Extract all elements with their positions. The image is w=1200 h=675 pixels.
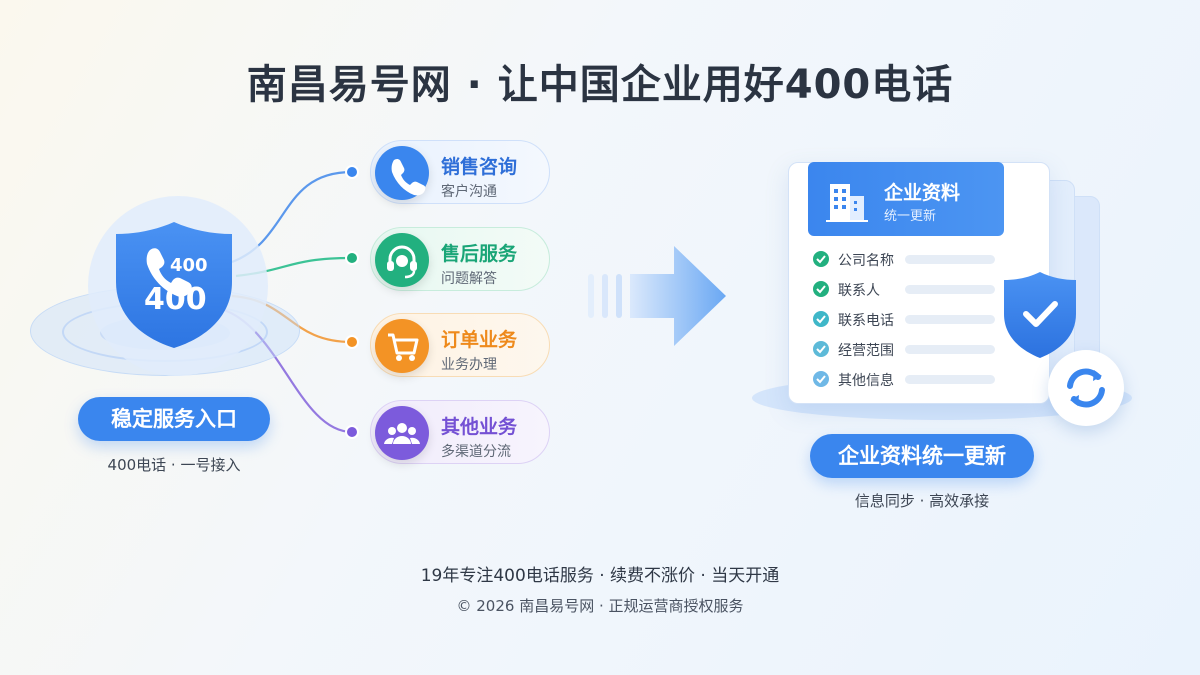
headset-icon	[375, 233, 429, 287]
arrow-right-icon	[588, 246, 726, 346]
service-card-order[interactable]: 订单业务 业务办理	[370, 313, 550, 377]
stable-entry-button[interactable]: 稳定服务入口	[78, 397, 270, 441]
field-label: 联系电话	[838, 313, 894, 329]
check-circle-icon	[813, 251, 829, 267]
footer-copyright: © 2026 南昌易号网 · 正规运营商授权服务	[456, 597, 744, 615]
check-circle-icon	[813, 311, 829, 327]
sync-icon	[1048, 350, 1124, 426]
field-placeholder-bar	[905, 345, 995, 354]
service-title: 售后服务	[441, 243, 518, 265]
service-subtitle: 问题解答	[441, 271, 497, 287]
phone-icon	[375, 146, 429, 200]
field-label: 联系人	[838, 283, 880, 299]
field-placeholder-bar	[905, 375, 995, 384]
shield-check-icon	[1004, 272, 1076, 358]
shield-label-big: 400	[144, 282, 207, 317]
service-title: 销售咨询	[441, 156, 518, 178]
service-subtitle: 业务办理	[441, 357, 497, 373]
document-subtitle: 统一更新	[884, 209, 937, 224]
building-icon	[826, 184, 868, 222]
service-subtitle: 客户沟通	[441, 184, 497, 200]
check-circle-icon	[813, 281, 829, 297]
document-caption: 信息同步 · 高效承接	[854, 492, 990, 510]
service-card-other[interactable]: 其他业务 多渠道分流	[370, 400, 550, 464]
document-title: 企业资料	[884, 182, 961, 204]
field-label: 公司名称	[838, 253, 894, 269]
check-circle-icon	[813, 341, 829, 357]
cart-icon	[375, 319, 429, 373]
service-card-aftersales[interactable]: 售后服务 问题解答	[370, 227, 550, 291]
hub-subtitle: 400电话 · 一号接入	[107, 456, 241, 474]
shield-400-icon	[116, 222, 232, 348]
service-title: 其他业务	[441, 416, 518, 438]
service-title: 订单业务	[441, 329, 518, 351]
group-icon	[375, 406, 429, 460]
footer-tagline: 19年专注400电话服务 · 续费不涨价 · 当天开通	[420, 566, 780, 586]
document-header	[808, 162, 1004, 236]
field-label: 经营范围	[838, 343, 894, 359]
page-title: 南昌易号网 · 让中国企业用好400电话	[246, 62, 954, 108]
service-subtitle: 多渠道分流	[441, 444, 511, 460]
check-circle-icon	[813, 371, 829, 387]
shield-label-small: 400	[170, 255, 208, 276]
field-placeholder-bar	[905, 315, 995, 324]
field-label: 其他信息	[838, 373, 894, 389]
field-placeholder-bar	[905, 285, 995, 294]
update-info-button[interactable]: 企业资料统一更新	[810, 434, 1034, 478]
service-card-sales[interactable]: 销售咨询 客户沟通	[370, 140, 550, 204]
field-placeholder-bar	[905, 255, 995, 264]
